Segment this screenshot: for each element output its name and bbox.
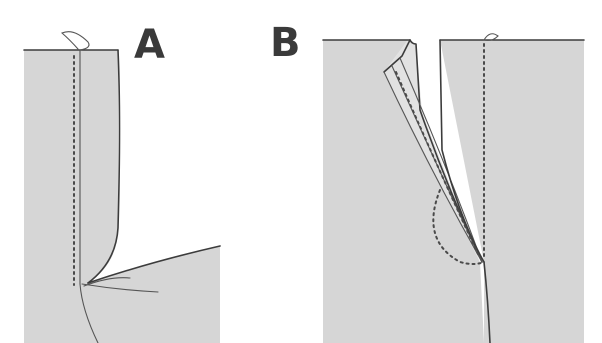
panel-b: B	[270, 20, 584, 343]
panel-a-thread-top	[62, 32, 89, 50]
panel-a-fabric	[24, 50, 220, 343]
panel-b-label: B	[270, 20, 301, 66]
panel-a: A	[24, 22, 220, 343]
panel-a-label: A	[134, 22, 165, 68]
